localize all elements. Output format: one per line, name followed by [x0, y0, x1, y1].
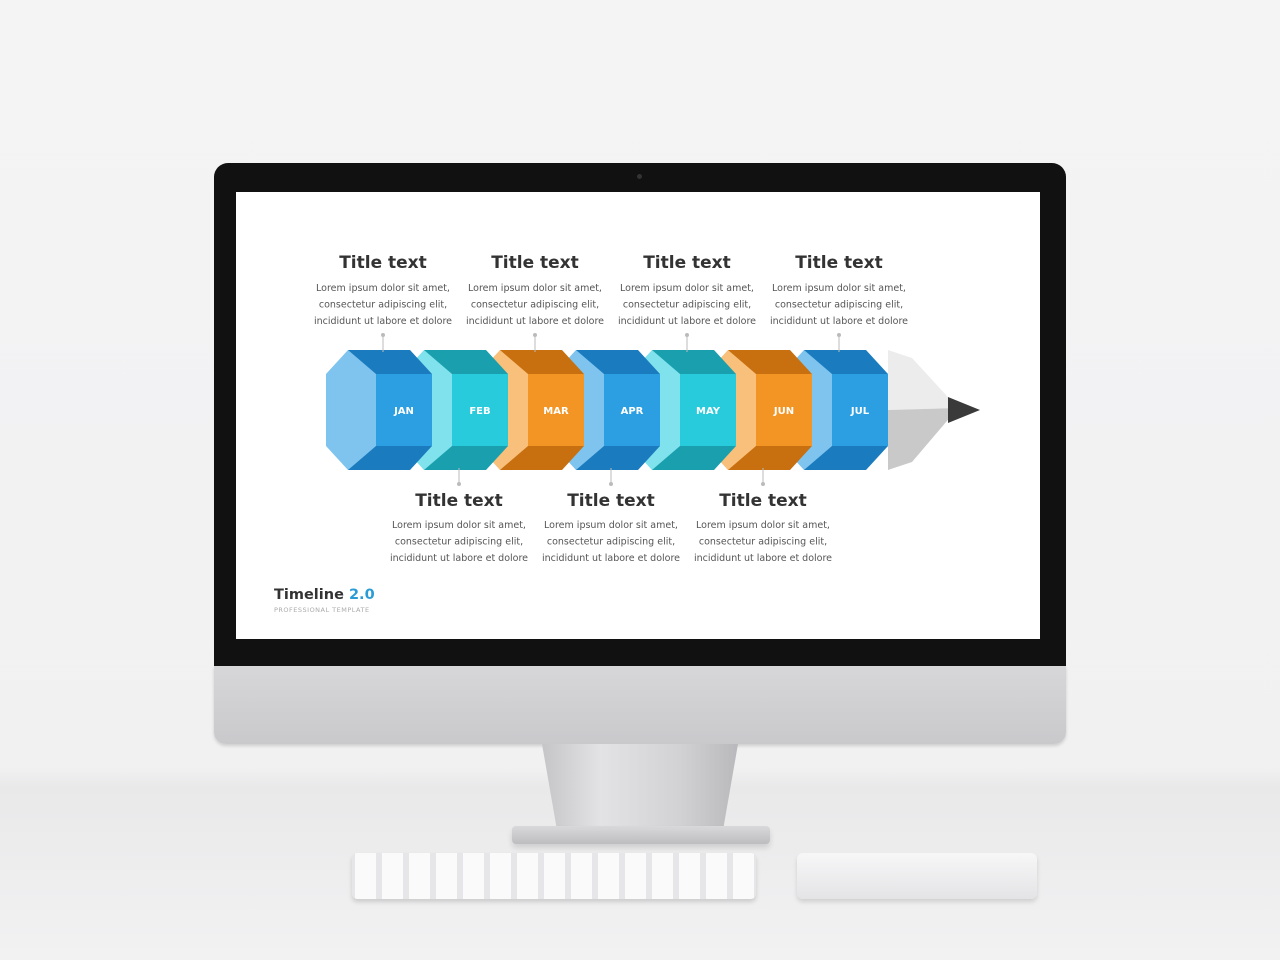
- trackpad: [797, 853, 1037, 899]
- pencil-tip-lower: [888, 408, 958, 470]
- monitor-chin: [214, 666, 1066, 744]
- event-body-line: Lorem ipsum dolor sit amet,: [316, 283, 450, 294]
- segment-bottom-may: [652, 446, 736, 470]
- segment-top-feb: [424, 350, 508, 374]
- month-label-mar: MAR: [543, 406, 569, 417]
- segment-bottom-apr: [576, 446, 660, 470]
- segment-bottom-jan: [348, 446, 432, 470]
- segment-bottom-feb: [424, 446, 508, 470]
- event-body-line: incididunt ut labore et dolore: [466, 316, 604, 327]
- segment-bottom-jun: [728, 446, 812, 470]
- connector-dot: [837, 333, 841, 337]
- segment-front-jan: [376, 374, 432, 446]
- pencil-lead: [948, 397, 980, 423]
- event-body-line: incididunt ut labore et dolore: [770, 316, 908, 327]
- month-label-feb: FEB: [469, 406, 490, 417]
- brand-version: 2.0: [348, 587, 375, 603]
- segment-top-jan: [348, 350, 432, 374]
- segment-front-feb: [452, 374, 508, 446]
- segment-top-apr: [576, 350, 660, 374]
- event-title: Title text: [719, 491, 807, 511]
- segment-top-jun: [728, 350, 812, 374]
- month-label-may: MAY: [696, 406, 721, 417]
- connector-dot: [457, 482, 461, 486]
- connector-dot: [685, 333, 689, 337]
- event-body-line: Lorem ipsum dolor sit amet,: [772, 283, 906, 294]
- brand-name: Timeline: [274, 587, 344, 603]
- event-body-line: consectetur adipiscing elit,: [319, 300, 447, 311]
- month-label-apr: APR: [621, 406, 644, 417]
- brand-title: Timeline 2.0: [274, 587, 375, 603]
- event-body-line: incididunt ut labore et dolore: [314, 316, 452, 327]
- event-body-line: incididunt ut labore et dolore: [694, 553, 832, 564]
- pencil-tip-upper: [888, 350, 958, 410]
- event-title: Title text: [795, 253, 883, 273]
- connector-dot: [533, 333, 537, 337]
- event-body-line: Lorem ipsum dolor sit amet,: [620, 283, 754, 294]
- segment-side-jan: [326, 350, 376, 470]
- segment-front-may: [680, 374, 736, 446]
- event-title: Title text: [339, 253, 427, 273]
- segment-bottom-mar: [500, 446, 584, 470]
- segment-front-mar: [528, 374, 584, 446]
- camera-icon: [637, 174, 642, 179]
- event-body-line: incididunt ut labore et dolore: [390, 553, 528, 564]
- connector-dot: [609, 482, 613, 486]
- event-body-line: consectetur adipiscing elit,: [395, 537, 523, 548]
- segment-top-may: [652, 350, 736, 374]
- connector-dot: [761, 482, 765, 486]
- segment-bottom-jul: [804, 446, 888, 470]
- connector-dot: [381, 333, 385, 337]
- segment-front-apr: [604, 374, 660, 446]
- event-body-line: consectetur adipiscing elit,: [547, 537, 675, 548]
- segment-top-mar: [500, 350, 584, 374]
- event-title: Title text: [491, 253, 579, 273]
- event-title: Title text: [415, 491, 503, 511]
- brand-tagline: PROFESSIONAL TEMPLATE: [274, 606, 370, 614]
- event-body-line: Lorem ipsum dolor sit amet,: [696, 520, 830, 531]
- month-label-jan: JAN: [393, 406, 414, 417]
- keyboard: [352, 853, 756, 899]
- event-body-line: incididunt ut labore et dolore: [542, 553, 680, 564]
- event-title: Title text: [567, 491, 655, 511]
- month-label-jun: JUN: [773, 406, 794, 417]
- event-body-line: consectetur adipiscing elit,: [775, 300, 903, 311]
- event-body-line: Lorem ipsum dolor sit amet,: [468, 283, 602, 294]
- event-body-line: Lorem ipsum dolor sit amet,: [544, 520, 678, 531]
- event-title: Title text: [643, 253, 731, 273]
- event-body-line: incididunt ut labore et dolore: [618, 316, 756, 327]
- monitor-stand: [542, 744, 738, 834]
- event-body-line: consectetur adipiscing elit,: [699, 537, 827, 548]
- segment-front-jul: [832, 374, 888, 446]
- segment-front-jun: [756, 374, 812, 446]
- month-label-jul: JUL: [850, 406, 870, 417]
- event-body-line: consectetur adipiscing elit,: [623, 300, 751, 311]
- event-body-line: consectetur adipiscing elit,: [471, 300, 599, 311]
- monitor-stand-base: [512, 826, 770, 844]
- event-body-line: Lorem ipsum dolor sit amet,: [392, 520, 526, 531]
- segment-top-jul: [804, 350, 888, 374]
